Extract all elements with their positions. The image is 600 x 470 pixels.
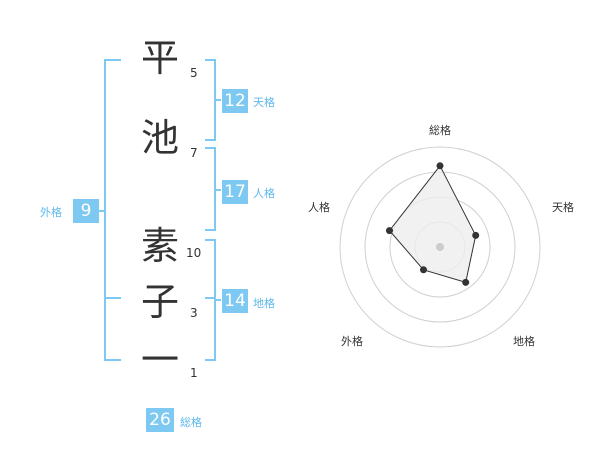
name-char-1: 平: [140, 36, 179, 80]
stroke-count-4: 3: [190, 306, 198, 320]
radar-axis-label-gaikaku: 外格: [341, 334, 363, 348]
gaikaku-value: 9: [73, 199, 99, 223]
radar-point-0: [436, 162, 444, 170]
jinkaku-label: 人格: [253, 187, 275, 200]
tenkaku-value: 12: [222, 89, 248, 113]
stroke-count-1: 5: [190, 66, 198, 80]
chikaku-value: 14: [222, 289, 248, 313]
name-char-3: 素: [140, 224, 179, 268]
radar-axis-label-soukaku: 総格: [429, 123, 451, 137]
radar-point-2: [462, 278, 470, 286]
tenkaku-label: 天格: [253, 96, 275, 109]
radar-axis-label-chikaku: 地格: [513, 334, 535, 348]
soukaku-label: 総格: [180, 416, 202, 429]
radar-axis-label-tenkaku: 天格: [552, 200, 574, 214]
radar-center-dot: [436, 243, 444, 251]
gaikaku-label: 外格: [40, 206, 62, 219]
radar-points: [386, 162, 480, 286]
name-char-2: 池: [140, 116, 179, 160]
name-char-5: 一: [140, 338, 179, 382]
radar-ring-4: [339, 146, 541, 348]
radar-polygon: [388, 164, 477, 284]
stroke-count-3: 10: [186, 246, 202, 260]
soukaku-value: 26: [146, 408, 174, 432]
radar-point-1: [472, 231, 480, 239]
chikaku-label: 地格: [253, 297, 275, 310]
radar-point-3: [420, 266, 427, 274]
name-char-4: 子: [140, 280, 179, 324]
jinkaku-value: 17: [222, 180, 248, 204]
stroke-count-2: 7: [190, 146, 198, 160]
radar-axis-label-jinkaku: 人格: [308, 200, 330, 214]
radar-point-4: [386, 227, 393, 235]
stroke-count-5: 1: [190, 366, 198, 380]
